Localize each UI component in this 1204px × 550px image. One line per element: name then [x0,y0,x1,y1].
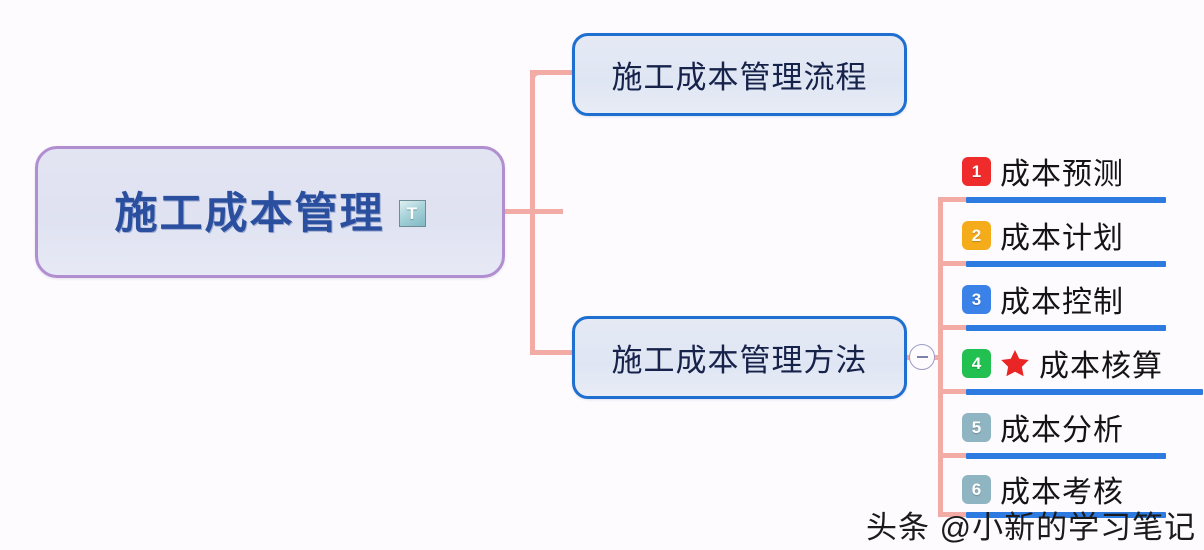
connector-arm-flow [530,70,576,75]
leaf-label-2: 成本计划 [1000,222,1124,255]
star-icon [1001,350,1029,377]
leaf-underline-2 [966,261,1166,267]
leaf-badge-2: 2 [962,220,991,250]
leaf-item-5[interactable]: 5 成本分析 [962,406,1124,448]
leaf-underline-3 [966,325,1166,331]
leaf-underline-4 [966,389,1203,395]
watermark-text: 头条 @小新的学习笔记 [866,510,1197,545]
leaf-underline-6 [966,512,1166,518]
leaf-badge-6: 6 [962,474,991,504]
connector-right-trunk [938,197,943,517]
leaf-underline-1 [966,197,1166,203]
connector-arm-leaf-6 [938,512,966,517]
connector-arm-leaf-5 [938,453,966,458]
leaf-badge-4: 4 [962,348,991,378]
leaf-label-3: 成本控制 [1000,286,1124,319]
text-format-icon[interactable]: T [398,199,426,227]
leaf-label-4: 成本核算 [1039,350,1163,383]
leaf-badge-5: 5 [962,412,991,442]
leaf-underline-5 [966,453,1166,459]
leaf-item-2[interactable]: 2 成本计划 [962,214,1124,256]
leaf-label-5: 成本分析 [1000,414,1124,447]
branch-node-flow[interactable]: 施工成本管理流程 [572,33,907,116]
leaf-item-6[interactable]: 6 成本考核 [962,468,1124,510]
leaf-item-3[interactable]: 3 成本控制 [962,278,1124,320]
branch-node-method-label: 施工成本管理方法 [611,343,868,378]
branch-node-flow-label: 施工成本管理流程 [611,60,868,95]
connector-trunk-vertical [530,70,535,355]
root-node[interactable]: 施工成本管理 T [35,146,505,278]
collapse-toggle-method[interactable] [909,344,935,370]
connector-arm-method [530,350,576,355]
connector-arm-leaf-4 [938,389,966,394]
leaf-badge-1: 1 [962,156,991,186]
leaf-item-1[interactable]: 1 成本预测 [962,150,1124,192]
leaf-label-6: 成本考核 [1000,476,1124,509]
connector-arm-leaf-1 [938,197,966,202]
leaf-badge-3: 3 [962,284,991,314]
connector-arm-leaf-2 [938,261,966,266]
leaf-item-4[interactable]: 4 成本核算 [962,342,1163,384]
minus-icon [916,356,928,358]
leaf-label-1: 成本预测 [1000,158,1124,191]
root-node-title: 施工成本管理 [114,190,385,238]
root-node-content: 施工成本管理 T [115,179,426,241]
branch-node-method[interactable]: 施工成本管理方法 [572,316,907,399]
connector-arm-leaf-3 [938,325,966,330]
